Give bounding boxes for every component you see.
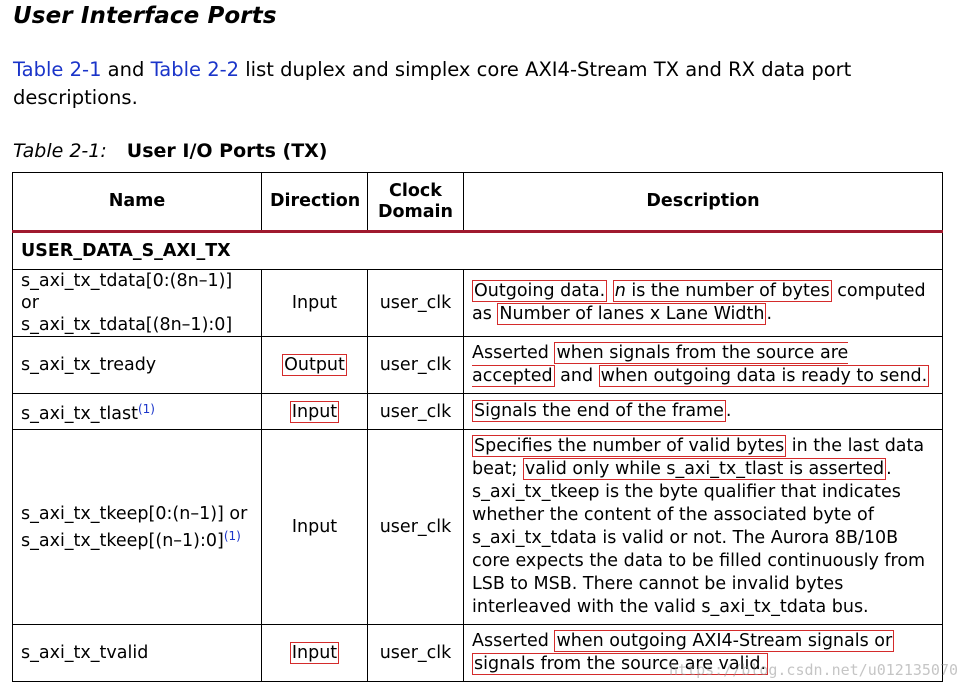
highlight-annotation: Signals the end of the frame <box>472 400 726 422</box>
intro-rest: list duplex and simplex core AXI4-Stream… <box>13 58 852 109</box>
table-row: s_axi_tx_tkeep[0:(n–1)] or s_axi_tx_tkeep… <box>12 429 943 625</box>
port-description: Specifies the number of valid bytes in t… <box>463 429 943 625</box>
port-direction: Input <box>261 269 368 337</box>
intro-paragraph: Table 2-1 and Table 2-2 list duplex and … <box>13 56 913 112</box>
port-clock: user_clk <box>367 269 464 337</box>
port-clock: user_clk <box>367 429 464 625</box>
desc-text: . <box>725 401 732 421</box>
port-direction: Input <box>261 393 368 430</box>
port-name-line2: s_axi_tx_tkeep[(n–1):0] <box>21 530 224 551</box>
port-clock: user_clk <box>367 624 464 682</box>
port-name-line1: s_axi_tx_tkeep[0:(n–1)] or <box>21 503 248 524</box>
port-clock: user_clk <box>367 393 464 430</box>
port-name: s_axi_tx_tvalid <box>12 624 262 682</box>
header-clock-line1: Clock <box>389 180 442 201</box>
desc-text: in the last data beat; <box>472 436 925 479</box>
port-direction: Output <box>261 336 368 394</box>
highlight-annotation: when outgoing AXI4-Stream signals or <box>554 630 895 652</box>
desc-text: . s_axi_tx_tkeep is the byte qualifier t… <box>472 459 926 617</box>
port-clock: user_clk <box>367 336 464 394</box>
group-row: USER_DATA_S_AXI_TX <box>12 231 943 270</box>
table-2-2-link[interactable]: Table 2-2 <box>150 58 240 81</box>
desc-text: and <box>554 366 599 386</box>
highlight-annotation: valid only while s_axi_tx_tlast is asser… <box>522 458 887 480</box>
table-row: s_axi_tx_tlast(1) Input user_clk Signals… <box>12 393 943 430</box>
desc-italic-n: n <box>614 281 626 301</box>
intro-and: and <box>101 58 151 81</box>
highlight-annotation: Input <box>289 400 340 423</box>
section-title: User Interface Ports <box>13 3 277 29</box>
desc-text: Asserted <box>472 343 555 363</box>
caption-label: Table 2-1: <box>13 140 107 162</box>
port-description: Signals the end of the frame. <box>463 393 943 430</box>
port-name-line1: s_axi_tx_tdata[0:(8n–1)] or <box>21 271 233 313</box>
highlight-annotation: n is the number of bytes <box>612 280 832 302</box>
highlight-annotation: Outgoing data. <box>472 280 608 302</box>
footnote-link[interactable]: (1) <box>223 528 241 543</box>
desc-text: . <box>766 304 773 324</box>
port-name-line2: s_axi_tx_tdata[(8n–1):0] <box>21 315 233 335</box>
header-direction: Direction <box>261 172 368 233</box>
caption-title: User I/O Ports (TX) <box>126 140 328 162</box>
desc-text: is the number of bytes <box>625 281 830 301</box>
port-description: Asserted when outgoing AXI4-Stream signa… <box>463 624 943 682</box>
port-name: s_axi_tx_tlast(1) <box>12 393 262 430</box>
highlight-annotation: when signals from the source are accepte… <box>472 342 849 387</box>
table-2-1-link[interactable]: Table 2-1 <box>13 58 102 81</box>
header-name: Name <box>12 172 262 233</box>
desc-text: computed as <box>472 281 926 324</box>
table-caption: Table 2-1: User I/O Ports (TX) <box>13 140 327 162</box>
highlight-annotation: Output <box>282 354 347 376</box>
desc-text <box>607 281 613 301</box>
header-description: Description <box>463 172 943 233</box>
highlight-annotation: signals from the source are valid. <box>472 653 769 675</box>
port-description: Outgoing data. n is the number of bytes … <box>463 269 943 337</box>
highlight-annotation: Specifies the number of valid bytes <box>472 435 787 457</box>
highlight-annotation: Input <box>289 642 340 664</box>
table-row: s_axi_tx_tready Output user_clk Asserted… <box>12 336 943 394</box>
highlight-annotation: Number of lanes x Lane Width <box>497 303 767 325</box>
port-direction: Input <box>261 624 368 682</box>
group-label: USER_DATA_S_AXI_TX <box>12 231 943 270</box>
port-name-text: s_axi_tx_tlast <box>21 404 138 424</box>
port-direction: Input <box>261 429 368 625</box>
port-description: Asserted when signals from the source ar… <box>463 336 943 394</box>
port-name: s_axi_tx_tready <box>12 336 262 394</box>
port-name: s_axi_tx_tkeep[0:(n–1)] or s_axi_tx_tkeep… <box>12 429 262 625</box>
footnote-link[interactable]: (1) <box>137 402 155 416</box>
highlight-annotation: when outgoing data is ready to send. <box>598 365 930 387</box>
desc-text: Asserted <box>472 631 555 651</box>
header-clock-line2: Domain <box>377 201 454 222</box>
table-row: s_axi_tx_tvalid Input user_clk Asserted … <box>12 624 943 682</box>
